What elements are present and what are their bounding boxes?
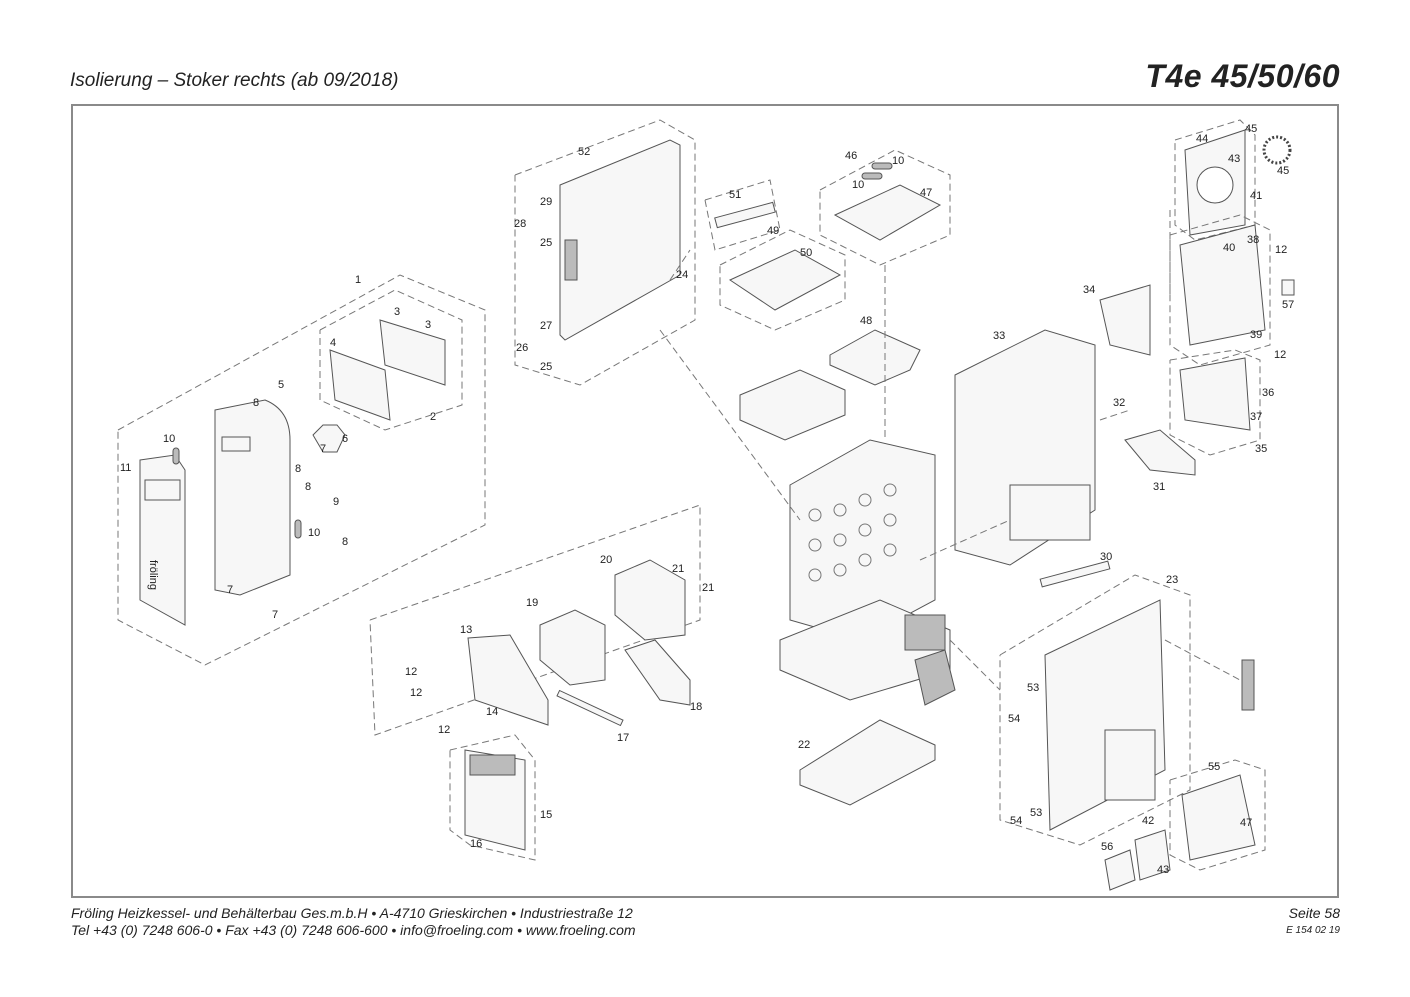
- part-label-12d: 12: [1275, 244, 1287, 256]
- part-label-54b: 54: [1010, 815, 1022, 827]
- part-label-8d: 8: [342, 536, 348, 548]
- part-label-55: 55: [1208, 761, 1220, 773]
- part-label-4: 4: [330, 337, 336, 349]
- part-label-26: 26: [516, 342, 528, 354]
- diagram-frame: [71, 104, 1339, 898]
- part-label-12b: 12: [410, 687, 422, 699]
- part-label-7b: 7: [227, 584, 233, 596]
- footer-company: Fröling Heizkessel- und Behälterbau Ges.…: [71, 905, 633, 921]
- part-label-5a: 5: [278, 379, 284, 391]
- part-label-2: 2: [430, 411, 436, 423]
- part-label-47a: 47: [920, 187, 932, 199]
- part-label-29: 29: [540, 196, 552, 208]
- part-label-18: 18: [690, 701, 702, 713]
- boiler-body: [739, 369, 956, 706]
- part-label-56: 56: [1101, 841, 1113, 853]
- part-label-52: 52: [578, 146, 590, 158]
- part-label-53b: 53: [1030, 807, 1042, 819]
- part-label-45a: 45: [1245, 123, 1257, 135]
- part-label-40: 40: [1223, 242, 1235, 254]
- lower-front-group: [369, 504, 936, 861]
- leader-lines: [659, 210, 1241, 691]
- part-label-12a: 12: [405, 666, 417, 678]
- part-label-6: 6: [342, 433, 348, 445]
- part-label-12c: 12: [438, 724, 450, 736]
- part-label-47b: 47: [1240, 817, 1252, 829]
- part-label-13: 13: [460, 624, 472, 636]
- part-label-25a: 25: [540, 237, 552, 249]
- part-label-30: 30: [1100, 551, 1112, 563]
- part-label-10b: 10: [308, 527, 320, 539]
- part-label-35: 35: [1255, 443, 1267, 455]
- part-label-51: 51: [729, 189, 741, 201]
- right-door-group: [999, 560, 1266, 891]
- part-label-27: 27: [540, 320, 552, 332]
- page-number: Seite 58: [1288, 905, 1340, 921]
- part-label-24: 24: [676, 269, 688, 281]
- part-label-33: 33: [993, 330, 1005, 342]
- part-label-16: 16: [470, 838, 482, 850]
- part-label-49: 49: [767, 225, 779, 237]
- document-number: E 154 02 19: [1286, 925, 1340, 936]
- part-label-21b: 21: [702, 582, 714, 594]
- front-logo: fröling: [147, 560, 159, 590]
- part-label-12e: 12: [1274, 349, 1286, 361]
- part-label-54a: 54: [1008, 713, 1020, 725]
- top-cover-group: [719, 149, 951, 386]
- part-label-38: 38: [1247, 234, 1259, 246]
- part-label-11: 11: [120, 462, 131, 474]
- part-label-32: 32: [1113, 397, 1125, 409]
- front-door-group: fröling: [117, 274, 486, 666]
- part-label-10d: 10: [852, 179, 864, 191]
- part-label-42: 42: [1142, 815, 1154, 827]
- part-label-57: 57: [1282, 299, 1294, 311]
- part-label-53a: 53: [1027, 682, 1039, 694]
- part-label-7c: 7: [272, 609, 278, 621]
- part-label-43a: 43: [1228, 153, 1240, 165]
- right-panel-group: [1099, 119, 1295, 476]
- part-label-20: 20: [600, 554, 612, 566]
- part-label-28: 28: [514, 218, 526, 230]
- part-label-1: 1: [355, 274, 361, 286]
- part-label-19: 19: [526, 597, 538, 609]
- part-label-39: 39: [1250, 329, 1262, 341]
- part-label-14: 14: [486, 706, 498, 718]
- side-insulation: [954, 329, 1096, 566]
- page-title: Isolierung – Stoker rechts (ab 09/2018): [70, 70, 399, 91]
- part-label-3a: 3: [394, 306, 400, 318]
- part-label-9: 9: [333, 496, 339, 508]
- part-label-15: 15: [540, 809, 552, 821]
- part-label-50: 50: [800, 247, 812, 259]
- part-label-8a: 8: [253, 397, 259, 409]
- footer-contact: Tel +43 (0) 7248 606-0 • Fax +43 (0) 724…: [71, 922, 636, 938]
- part-label-3b: 3: [425, 319, 431, 331]
- rear-panel-group: [514, 119, 781, 386]
- part-labels: 1 2 3 3 4 5 6 7 7 7 8 8 8 8 9 10 10 11 1…: [120, 123, 1294, 876]
- part-label-17: 17: [617, 732, 629, 744]
- part-label-46: 46: [845, 150, 857, 162]
- part-label-25b: 25: [540, 361, 552, 373]
- part-label-34: 34: [1083, 284, 1095, 296]
- part-label-21a: 21: [672, 563, 684, 575]
- part-label-23: 23: [1166, 574, 1178, 586]
- part-label-8c: 8: [305, 481, 311, 493]
- part-label-7a: 7: [320, 443, 326, 455]
- part-label-10a: 10: [163, 433, 175, 445]
- part-label-45b: 45: [1277, 165, 1289, 177]
- part-label-22: 22: [798, 739, 810, 751]
- part-label-48: 48: [860, 315, 872, 327]
- model-title: T4e 45/50/60: [1145, 58, 1340, 94]
- part-label-8b: 8: [295, 463, 301, 475]
- part-label-43b: 43: [1157, 864, 1169, 876]
- part-label-31: 31: [1153, 481, 1165, 493]
- part-label-10c: 10: [892, 155, 904, 167]
- part-label-36: 36: [1262, 387, 1274, 399]
- part-label-37: 37: [1250, 411, 1262, 423]
- part-label-41: 41: [1250, 190, 1262, 202]
- part-label-44: 44: [1196, 133, 1208, 145]
